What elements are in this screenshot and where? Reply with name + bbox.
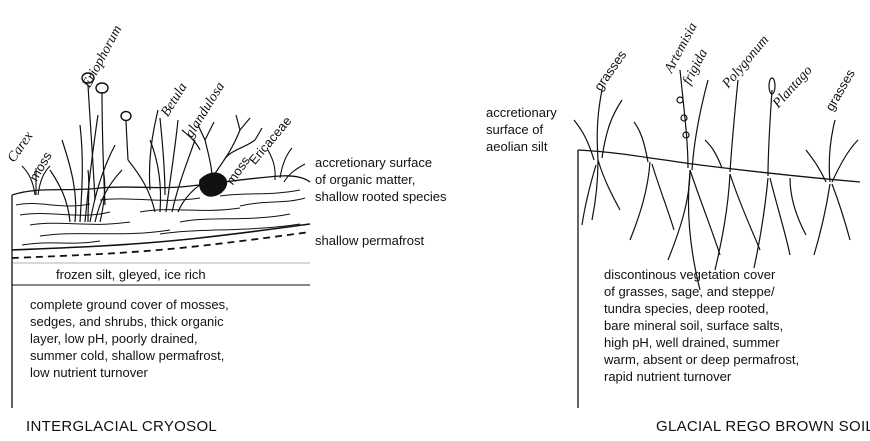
rego-brown-description: discontinous vegetation cover of grasses… [604, 266, 799, 385]
annotation-organic-surface: accretionary surface of organic matter, … [315, 154, 447, 205]
cryosol-title: INTERGLACIAL CRYOSOL [26, 418, 217, 435]
annotation-shallow-permafrost: shallow permafrost [315, 233, 424, 249]
cryosol-description: complete ground cover of mosses, sedges,… [30, 296, 229, 381]
rego-brown-title: GLACIAL REGO BROWN SOIL [656, 418, 870, 435]
annotation-aeolian-surface: accretionary surface of aeolian silt [486, 104, 557, 155]
label-frozen-silt: frozen silt, gleyed, ice rich [56, 267, 206, 283]
